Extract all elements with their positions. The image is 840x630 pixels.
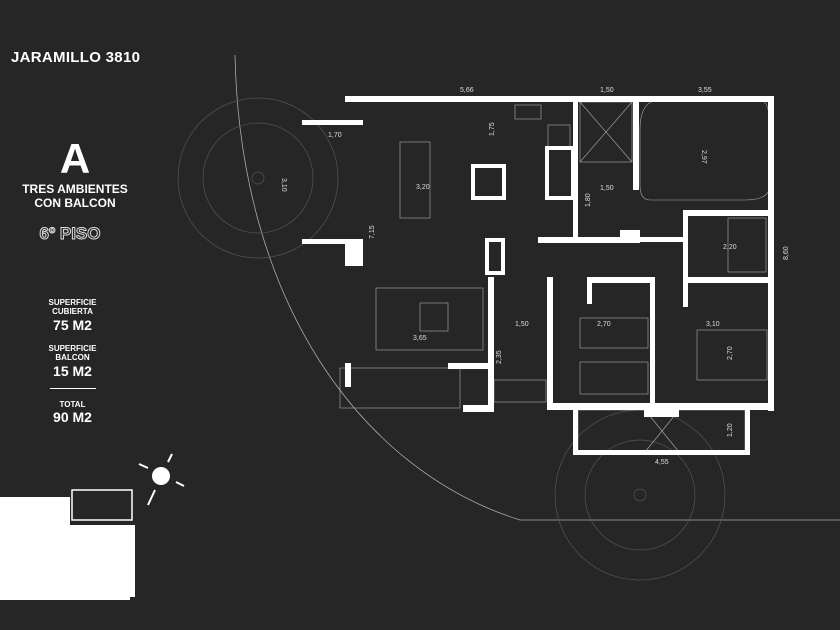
site-boundary [234, 54, 840, 521]
dim-front-balcony-w: 4,55 [655, 459, 669, 466]
dim-hall-h: 1,80 [585, 193, 592, 207]
balcony-label-2: BALCON [55, 353, 90, 362]
covered-area-value: 75 M2 [53, 317, 92, 333]
dim-hall-w: 1,50 [600, 185, 614, 192]
tree-icon [177, 97, 339, 259]
dim-top-3: 3,55 [698, 87, 712, 94]
floor-label: 6º PISO [39, 224, 101, 244]
dim-balcony-h: 3,10 [280, 178, 287, 192]
unit-type: TRES AMBIENTES CON BALCON [0, 182, 150, 210]
dim-master-bath: 2,20 [723, 244, 737, 251]
dim-bath: 1,50 [515, 321, 529, 328]
dim-bedroom2-h: 2,70 [727, 346, 734, 360]
unit-letter: A [59, 135, 91, 182]
tree-icon [554, 409, 726, 581]
dim-balcony-w: 1,70 [328, 132, 342, 139]
dim-living: 3,65 [413, 335, 427, 342]
covered-area-label: SUPERFICIE CUBIERTA [0, 298, 145, 316]
dim-bedroom1: 2,70 [597, 321, 611, 328]
covered-label-1: SUPERFICIE [48, 298, 97, 307]
dim-front-balcony-h: 1,20 [727, 423, 734, 437]
dim-bedroom2-w: 3,10 [706, 321, 720, 328]
unit-type-line1: TRES AMBIENTES [22, 182, 128, 196]
site-map [0, 489, 135, 600]
walls [302, 96, 774, 455]
divider [50, 388, 96, 389]
total-area-value: 90 M2 [53, 409, 92, 425]
balcony-label-1: SUPERFICIE [48, 344, 97, 353]
dim-height-total: 7,15 [369, 225, 376, 239]
sun-icon [138, 453, 185, 506]
unit-type-line2: CON BALCON [34, 196, 116, 210]
covered-label-2: CUBIERTA [52, 307, 93, 316]
total-area-label: TOTAL [59, 400, 86, 409]
dim-right-total: 8,60 [783, 246, 790, 260]
dim-kitchen: 1,75 [489, 122, 496, 136]
dim-bath-h: 2,35 [496, 350, 503, 364]
dim-top-2: 1,50 [600, 87, 614, 94]
balcony-area-label: SUPERFICIE BALCON [0, 344, 145, 362]
dim-top-1: 5,66 [460, 87, 474, 94]
building-address: JARAMILLO 3810 [11, 49, 141, 66]
balcony-area-value: 15 M2 [53, 363, 92, 379]
dim-dining: 3,20 [416, 184, 430, 191]
dim-closet: 2,97 [700, 150, 707, 164]
